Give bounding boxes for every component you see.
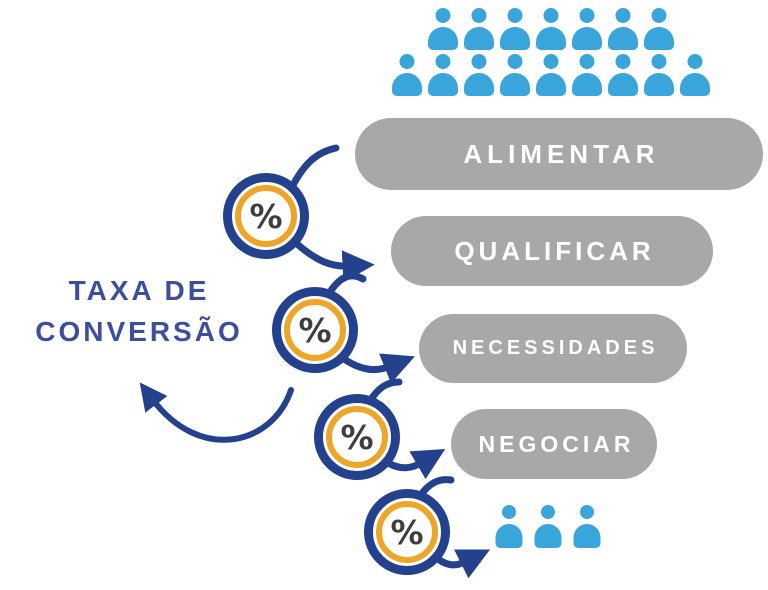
person-body (608, 73, 638, 96)
person-icon (426, 54, 460, 96)
person-body (500, 73, 530, 96)
stage-pill-alimentar: ALIMENTAR (355, 118, 763, 190)
person-icon (642, 8, 676, 50)
person-icon (462, 54, 496, 96)
person-head (580, 505, 594, 519)
person-head (615, 8, 631, 23)
person-icon (678, 54, 712, 96)
person-icon (426, 8, 460, 50)
person-head (579, 8, 595, 23)
person-body (644, 73, 674, 96)
person-head (507, 8, 523, 23)
person-icon (390, 54, 424, 96)
arrow-rate1-to-qualificar (293, 240, 375, 283)
person-icon (534, 8, 568, 50)
person-head (651, 54, 667, 69)
conversion-rate-label: TAXA DE CONVERSÃO (28, 270, 250, 352)
person-body (573, 524, 601, 548)
person-head (399, 54, 415, 69)
percent-icon: % (390, 512, 424, 552)
person-body (428, 27, 458, 50)
person-icon (498, 54, 532, 96)
person-body (428, 73, 458, 96)
orange-ring: % (284, 299, 346, 361)
person-icon (494, 505, 524, 548)
conversion-rate-badge-3: % (314, 394, 400, 480)
arrow-rate3-to-negociar (384, 449, 446, 480)
conversion-rate-label-line2: CONVERSÃO (35, 316, 243, 347)
person-icon (606, 8, 640, 50)
person-body (534, 524, 562, 548)
conversion-rate-badge-4: % (364, 489, 450, 575)
arrow-to-conversion-label (139, 382, 294, 443)
prospects-crowd (386, 8, 716, 96)
person-icon (572, 505, 602, 548)
person-body (536, 73, 566, 96)
person-head (502, 505, 516, 519)
orange-ring: % (376, 501, 438, 563)
person-head (687, 54, 703, 69)
curve-rate1-to-alimentar (289, 144, 340, 189)
person-body (572, 27, 602, 50)
person-icon (570, 8, 604, 50)
person-head (541, 505, 555, 519)
person-icon (462, 8, 496, 50)
person-body (644, 27, 674, 50)
crowd-row-2 (386, 54, 716, 96)
person-head (471, 54, 487, 69)
arrow-rate4-to-customers (434, 549, 491, 579)
stage-pill-qualificar: QUALIFICAR (391, 216, 713, 286)
person-body (572, 73, 602, 96)
person-body (392, 73, 422, 96)
person-head (651, 8, 667, 23)
person-head (471, 8, 487, 23)
person-icon (606, 54, 640, 96)
percent-icon: % (340, 417, 374, 457)
conversion-rate-label-line1: TAXA DE (68, 275, 210, 306)
person-head (615, 54, 631, 69)
person-body (500, 27, 530, 50)
conversion-rate-badge-2: % (272, 287, 358, 373)
orange-ring: % (326, 406, 388, 468)
person-body (464, 73, 494, 96)
person-head (543, 54, 559, 69)
conversion-rate-badge-1: % (223, 173, 309, 259)
person-body (680, 73, 710, 96)
person-body (608, 27, 638, 50)
stage-pill-negociar: NEGOCIAR (451, 409, 657, 479)
person-body (464, 27, 494, 50)
percent-icon: % (249, 196, 283, 236)
curve-rate2-to-qualificar (326, 272, 367, 296)
arrow-rate2-to-necessidades (340, 353, 415, 384)
person-body (495, 524, 523, 548)
orange-ring: % (235, 185, 297, 247)
person-icon (534, 54, 568, 96)
converted-customers-group (494, 505, 602, 548)
person-head (435, 8, 451, 23)
person-head (435, 54, 451, 69)
person-icon (498, 8, 532, 50)
person-icon (642, 54, 676, 96)
crowd-row-1 (386, 8, 716, 50)
person-head (543, 8, 559, 23)
percent-icon: % (298, 310, 332, 350)
person-body (536, 27, 566, 50)
person-head (579, 54, 595, 69)
person-icon (570, 54, 604, 96)
person-head (507, 54, 523, 69)
person-icon (533, 505, 563, 548)
stage-pill-necessidades: NECESSIDADES (419, 314, 687, 383)
